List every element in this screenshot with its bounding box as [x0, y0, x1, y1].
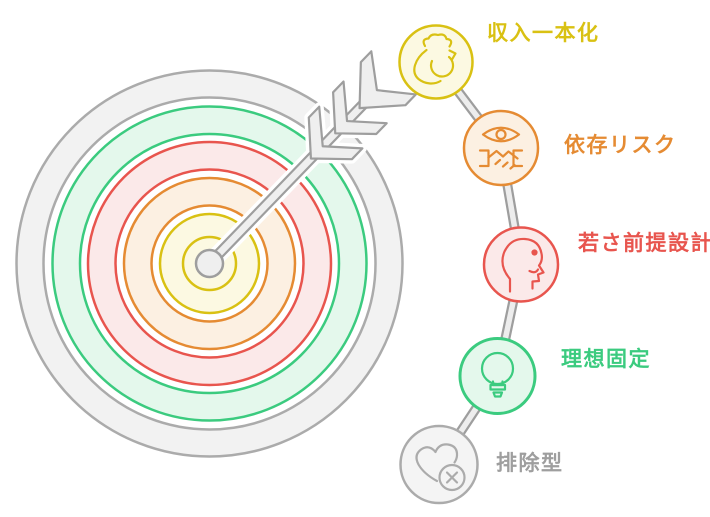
heart-x-icon: [415, 443, 466, 492]
arrow-fletching-back: [332, 80, 388, 136]
node-ideal-circle: [458, 337, 537, 415]
node-label-ideal: 理想固定: [561, 348, 651, 371]
money-bag-refresh-icon: [413, 33, 457, 85]
node-exclusion: [399, 424, 479, 505]
arrow-impact-point: [194, 248, 225, 279]
node-dependence: [462, 109, 540, 187]
node-label-youth: 若さ前提設計: [578, 232, 710, 255]
lightbulb-icon: [480, 351, 515, 398]
node-label-exclusion: 排除型: [496, 452, 564, 475]
arrow: [194, 46, 421, 279]
eye-handshake-icon: [478, 126, 524, 170]
head-profile-icon: [501, 237, 545, 293]
node-income: [398, 24, 474, 100]
arrow-nock: [358, 50, 417, 110]
node-label-dependence: 依存リスク: [564, 134, 677, 157]
node-label-income: 収入一本化: [487, 22, 600, 45]
node-youth: [482, 226, 560, 303]
node-ideal: [458, 337, 537, 415]
arrow-fletching-front: [307, 105, 364, 161]
node-exclusion-circle: [399, 424, 479, 505]
node-dependence-circle: [462, 109, 540, 187]
node-income-circle: [398, 24, 474, 100]
